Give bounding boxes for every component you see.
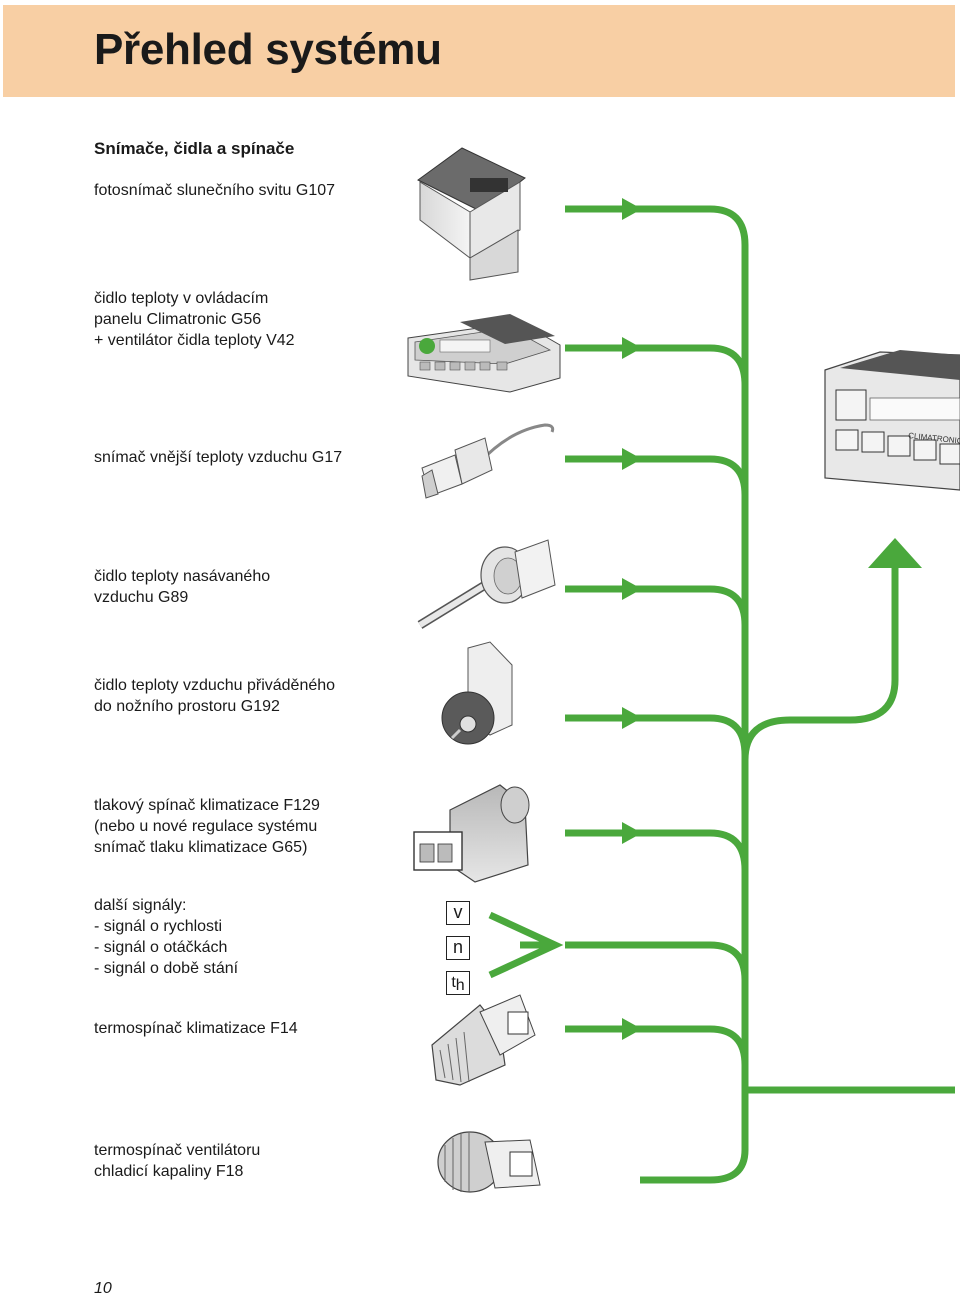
page-title: Přehled systému bbox=[94, 25, 442, 74]
label-other-signals: další signály: - signál o rychlosti - si… bbox=[94, 897, 239, 977]
label-g89: čidlo teploty nasávaného vzduchu G89 bbox=[94, 568, 271, 606]
arrow-heads bbox=[622, 198, 922, 1040]
label-g192: čidlo teploty vzduchu přiváděného do nož… bbox=[94, 677, 336, 715]
symbol-h: h bbox=[455, 977, 465, 994]
symbol-speed: v bbox=[446, 901, 470, 925]
label-g17: snímač vnější teploty vzduchu G17 bbox=[94, 449, 343, 466]
footwell-temp-sensor-illustration bbox=[441, 641, 513, 745]
symbol-rpm: n bbox=[446, 936, 470, 960]
label-f14: termospínač klimatizace F14 bbox=[94, 1020, 298, 1037]
symbol-t: t bbox=[451, 974, 456, 991]
intake-temp-sensor-illustration bbox=[417, 539, 556, 629]
page-header: Přehled systému bbox=[3, 5, 955, 97]
sun-sensor-illustration bbox=[417, 147, 526, 281]
climatronic-control-unit-illustration bbox=[824, 350, 960, 491]
label-f129: tlakový spínač klimatizace F129 (nebo u … bbox=[94, 797, 320, 856]
signal-arrows bbox=[488, 205, 955, 1184]
symbol-standing-time: th bbox=[446, 971, 470, 995]
label-g107: fotosnímač slunečního svitu G107 bbox=[94, 182, 336, 199]
page-number: 10 bbox=[94, 1280, 112, 1297]
label-g56: čidlo teploty v ovládacím panelu Climatr… bbox=[94, 290, 295, 349]
thermo-switch-f14-illustration bbox=[431, 994, 536, 1086]
control-panel-illustration bbox=[407, 314, 561, 393]
pressure-switch-illustration bbox=[413, 784, 530, 883]
section-title: Snímače, čidla a spínače bbox=[94, 139, 295, 158]
outside-temp-sensor-illustration bbox=[421, 423, 555, 499]
bus-line bbox=[565, 205, 749, 1090]
thermo-switch-f18-illustration bbox=[437, 1131, 541, 1193]
label-f18: termospínač ventilátoru chladicí kapalin… bbox=[94, 1142, 261, 1180]
